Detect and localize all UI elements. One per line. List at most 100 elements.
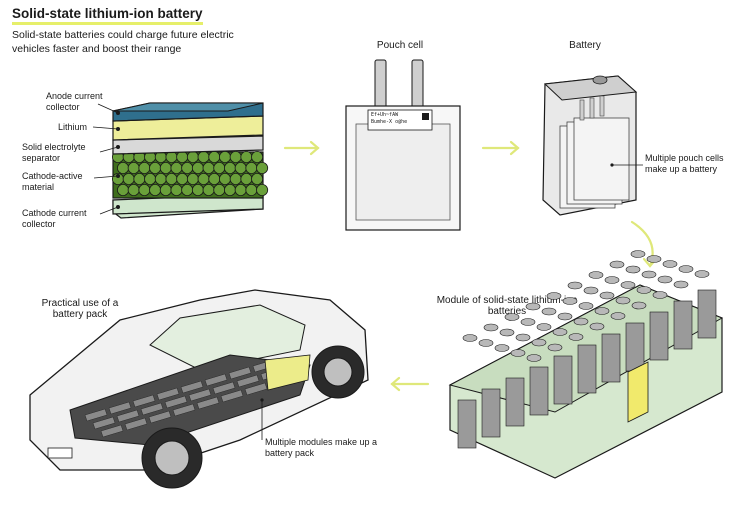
label-anode-current-collector: Anode current collector <box>46 91 103 112</box>
module-cell-top <box>515 333 531 342</box>
truck-note: Multiple modules make up a battery pack <box>265 437 378 458</box>
pack-module <box>244 382 268 396</box>
pack-module <box>140 402 164 416</box>
heading-truck: Practical use of a battery pack <box>41 298 119 320</box>
module-cell-top <box>636 286 652 294</box>
module-cell-top <box>526 354 542 362</box>
module-cell-top <box>552 328 568 336</box>
battery-note: Multiple pouch cells make up a battery <box>645 153 724 174</box>
module-cell-side <box>553 355 573 405</box>
module-cell-top <box>641 270 657 279</box>
module-cell-top <box>625 265 641 274</box>
module-cell-top <box>620 281 636 289</box>
diagram-subtitle: Solid-state batteries could charge futur… <box>12 29 234 55</box>
diagram-title: Solid-state lithium-ion battery <box>12 6 203 25</box>
module-cell-top <box>499 328 515 337</box>
module-cell-top <box>604 276 620 284</box>
pack-module <box>188 388 212 402</box>
pouch-label-line-1: Ef+Uh~fAW <box>371 112 399 118</box>
heading-battery: Battery <box>569 40 601 51</box>
pack-module <box>220 389 244 403</box>
module-cell-top <box>525 302 541 311</box>
module-cell-side <box>673 300 693 350</box>
module-cell-top <box>594 307 610 315</box>
cathode-particle <box>256 161 269 174</box>
module-cell-top <box>583 286 599 295</box>
module-cell-top <box>547 343 563 352</box>
module-cell-top <box>483 323 499 332</box>
pack-module <box>84 408 108 422</box>
pack-module <box>236 374 260 388</box>
pack-module <box>180 380 204 394</box>
module-cell-top <box>694 270 710 278</box>
pack-module <box>92 416 116 430</box>
module-cell-top <box>609 260 625 269</box>
module-cell-side <box>649 311 669 361</box>
module-cell-top <box>504 313 520 321</box>
module-cell-top <box>657 275 673 284</box>
module-cell-top <box>478 339 494 347</box>
module-cell-top <box>557 312 573 321</box>
module-cell-top <box>567 281 583 290</box>
module-cell-top <box>662 260 678 268</box>
cathode-particle <box>251 150 264 163</box>
module-cell-top <box>462 334 478 342</box>
pack-module <box>212 381 236 395</box>
label-lithium: Lithium <box>58 122 88 132</box>
label-cathode-active-material: Cathode-active material <box>22 171 83 192</box>
cathode-particle <box>256 183 269 196</box>
module-cell-top <box>631 301 647 310</box>
module-cell-top <box>562 297 578 305</box>
module-cell-top <box>599 291 615 300</box>
module-cell-top <box>673 280 689 289</box>
pack-module <box>228 366 252 380</box>
module-cell-top <box>573 317 589 326</box>
heading-pouch-cell: Pouch cell <box>376 40 424 51</box>
pack-module <box>196 396 220 410</box>
pouch-label-line-2: Bumhe-X o@he <box>371 119 408 125</box>
module-cell-top <box>588 271 604 279</box>
module-cell-top <box>646 255 662 263</box>
module-cell-top <box>494 344 510 352</box>
cathode-particle <box>251 172 264 185</box>
module-cell-top <box>589 322 605 331</box>
pack-module <box>132 394 156 408</box>
module-cell-side <box>529 366 549 416</box>
pack-module <box>100 424 124 438</box>
pack-module <box>204 373 228 387</box>
module-cell-top <box>541 307 557 316</box>
module-cell-top <box>531 338 547 347</box>
module-cell-top <box>652 291 668 299</box>
pack-module <box>116 409 140 423</box>
pack-module <box>156 387 180 401</box>
pack-module <box>108 401 132 415</box>
module-cell-top <box>630 250 646 258</box>
pack-module <box>124 417 148 431</box>
pack-module <box>172 403 196 417</box>
module-cell-top <box>536 323 552 331</box>
module-cell-side <box>697 289 717 339</box>
module-cell-top <box>615 296 631 305</box>
pack-module <box>164 395 188 409</box>
label-solid-electrolyte: Solid electrolyte separator <box>22 142 86 163</box>
pack-module <box>148 410 172 424</box>
module-cell-top <box>578 302 594 310</box>
module-cell-top <box>510 349 526 357</box>
label-cathode-current-collector: Cathode current collector <box>22 208 87 229</box>
module-cell-side <box>577 344 597 394</box>
module-cell-side <box>481 388 501 438</box>
module-cell-top <box>610 312 626 320</box>
module-cell-top <box>520 318 536 326</box>
module-cell-top <box>568 333 584 341</box>
module-cell-top <box>678 265 694 273</box>
module-cell-side <box>601 333 621 383</box>
module-cell-side <box>457 399 477 449</box>
module-cell-top <box>546 292 562 300</box>
